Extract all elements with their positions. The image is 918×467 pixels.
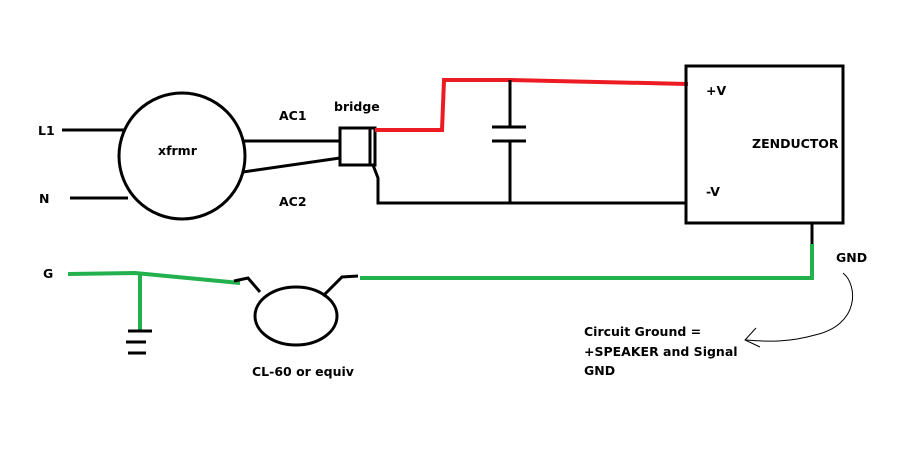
label-minus-v: -V — [706, 184, 720, 199]
note-line-2: +SPEAKER and Signal — [584, 344, 738, 359]
label-ac2: AC2 — [279, 194, 307, 209]
note-line-1: Circuit Ground = — [584, 324, 701, 339]
positive-rail — [375, 78, 689, 132]
label-thermistor: CL-60 or equiv — [252, 364, 354, 379]
zenductor-box — [684, 64, 845, 225]
transformer-circle — [117, 91, 247, 221]
note-line-3: GND — [584, 363, 615, 378]
ac2-wire — [242, 156, 341, 174]
label-gnd: GND — [836, 250, 867, 265]
label-transformer: xfrmr — [158, 143, 198, 158]
ground-wire-left — [67, 270, 241, 285]
negative-rail — [371, 164, 686, 205]
label-l1: L1 — [38, 123, 55, 138]
thermistor-lead-left — [233, 276, 262, 293]
label-bridge: bridge — [334, 99, 380, 114]
label-g: G — [43, 266, 53, 281]
label-ac1: AC1 — [279, 108, 307, 123]
gnd-pointer-arrow — [745, 272, 854, 342]
gnd-pointer-arrowhead — [744, 327, 761, 348]
bridge-rectifier — [338, 126, 377, 167]
ground-wire-right — [360, 244, 814, 280]
thermistor — [253, 285, 339, 347]
label-plus-v: +V — [706, 83, 726, 98]
thermistor-lead-right — [321, 274, 359, 298]
label-zenductor: ZENDUCTOR — [752, 136, 839, 151]
label-n: N — [39, 191, 49, 206]
